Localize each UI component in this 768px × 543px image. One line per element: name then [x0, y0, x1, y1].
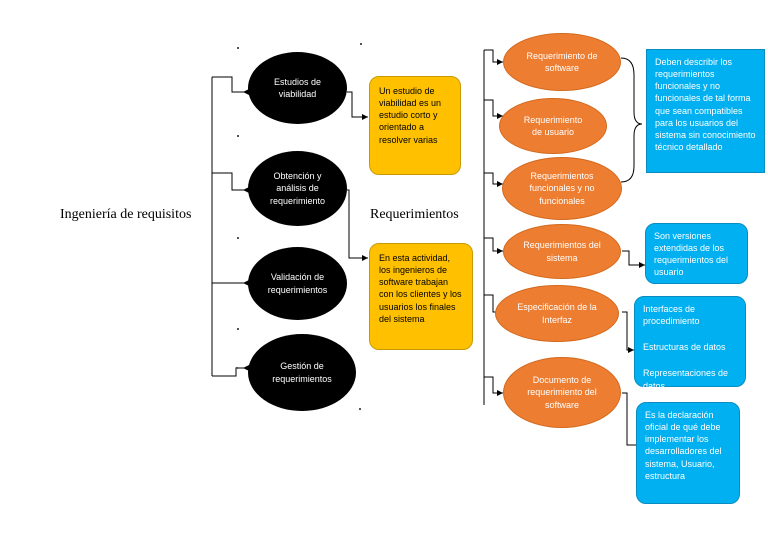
req-type-functional: Requerimientos funcionales y no funciona…	[502, 157, 622, 220]
description-document: Es la declaración oficial de qué debe im…	[636, 402, 740, 504]
process-step-management: Gestión de requerimientos	[248, 334, 356, 411]
stray-dot	[237, 237, 239, 239]
interface-item: Representaciones de datos	[643, 368, 729, 391]
description-interface: Interfaces de procedimiento Estructuras …	[634, 296, 746, 391]
process-step-validation: Validación de requerimientos	[248, 247, 347, 320]
stray-dot	[237, 47, 239, 49]
stray-dot	[236, 367, 238, 369]
req-type-system: Requerimientos del sistema	[503, 224, 621, 279]
root-label: Ingeniería de requisitos	[60, 207, 192, 222]
stray-dot	[359, 408, 361, 410]
description-system: Son versiones extendidas de los requerim…	[645, 223, 748, 284]
req-type-software: Requerimiento de software	[503, 33, 621, 91]
process-step-elicitation: Obtención y análisis de requerimiento	[248, 151, 347, 226]
elicitation-note: En esta actividad, los ingenieros de sof…	[369, 243, 473, 350]
interface-list: Interfaces de procedimiento Estructuras …	[643, 303, 737, 392]
req-type-user: Requerimiento de usuario	[499, 98, 607, 154]
interface-item: Estructuras de datos	[643, 342, 726, 353]
stray-dot	[360, 43, 362, 45]
req-type-document: Documento de requerimiento del software	[503, 357, 621, 428]
feasibility-note: Un estudio de viabilidad es un estudio c…	[369, 76, 461, 175]
req-type-interface: Especificación de la Interfaz	[495, 285, 619, 342]
stray-dot	[237, 135, 239, 137]
stray-dot	[237, 328, 239, 330]
process-step-feasibility: Estudios de viabilidad	[248, 52, 347, 124]
interface-item: Interfaces de procedimiento	[643, 304, 700, 327]
description-user-functional: Deben describir los requerimientos funci…	[646, 49, 765, 173]
middle-label: Requerimientos	[370, 207, 459, 222]
